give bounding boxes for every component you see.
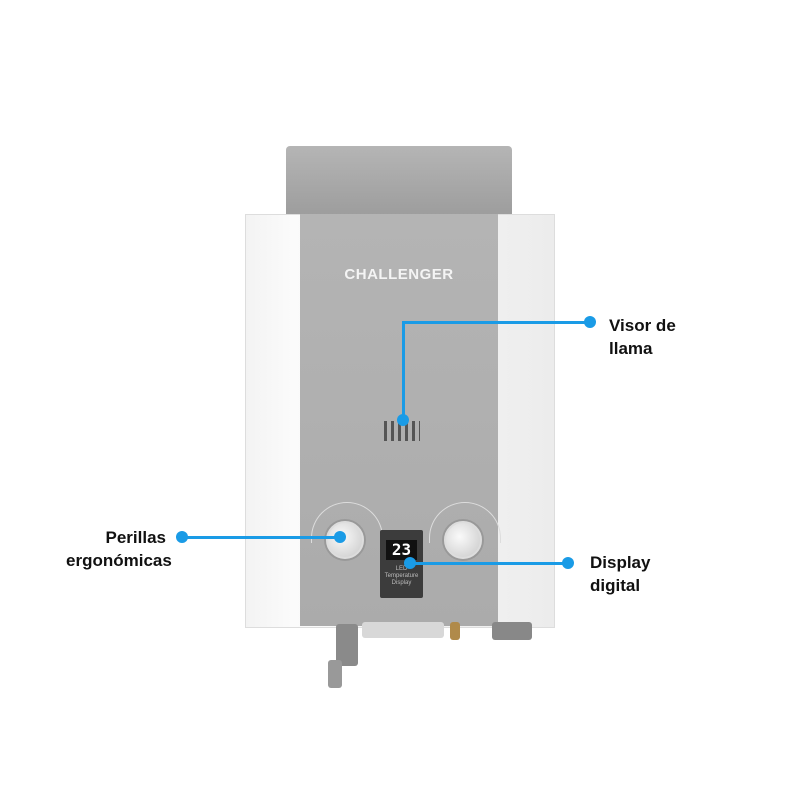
- gas-inlet: [450, 622, 460, 640]
- brand-logo: CHALLENGER: [344, 266, 454, 283]
- callout-line-display: [410, 562, 568, 565]
- callout-line-visor: [402, 321, 405, 421]
- water-inlet-fitting: [336, 624, 358, 666]
- display-digits: 23: [386, 540, 417, 560]
- callout-line-perillas: [181, 536, 341, 539]
- label-line: Display: [590, 553, 651, 572]
- label-line: digital: [590, 576, 641, 595]
- right-knob[interactable]: [444, 521, 482, 559]
- drain-fitting: [328, 660, 342, 688]
- callout-dot: [176, 531, 188, 543]
- bottom-bracket: [362, 622, 444, 638]
- flame-viewer: [384, 421, 420, 441]
- display-caption: LED Temperature Display: [380, 566, 423, 587]
- label-line: Perillas: [105, 528, 167, 547]
- callout-dot: [334, 531, 346, 543]
- battery-cap: [492, 622, 532, 640]
- callout-dot: [584, 316, 596, 328]
- callout-dot: [397, 414, 409, 426]
- callout-dot: [562, 557, 574, 569]
- label-line: ergonómicas: [66, 551, 172, 570]
- callout-label-visor: Visor de llama: [609, 314, 676, 360]
- heater-hood: [286, 146, 512, 218]
- label-line: llama: [609, 339, 653, 358]
- led-sublabel: Temperature Display: [384, 573, 419, 586]
- callout-label-perillas: Perillas ergonómicas: [66, 526, 172, 572]
- callout-label-display: Display digital: [590, 551, 650, 597]
- callout-dot: [404, 557, 416, 569]
- label-line: Visor de: [609, 316, 676, 335]
- callout-line-visor-h: [402, 321, 591, 324]
- led-label: LED: [395, 566, 408, 572]
